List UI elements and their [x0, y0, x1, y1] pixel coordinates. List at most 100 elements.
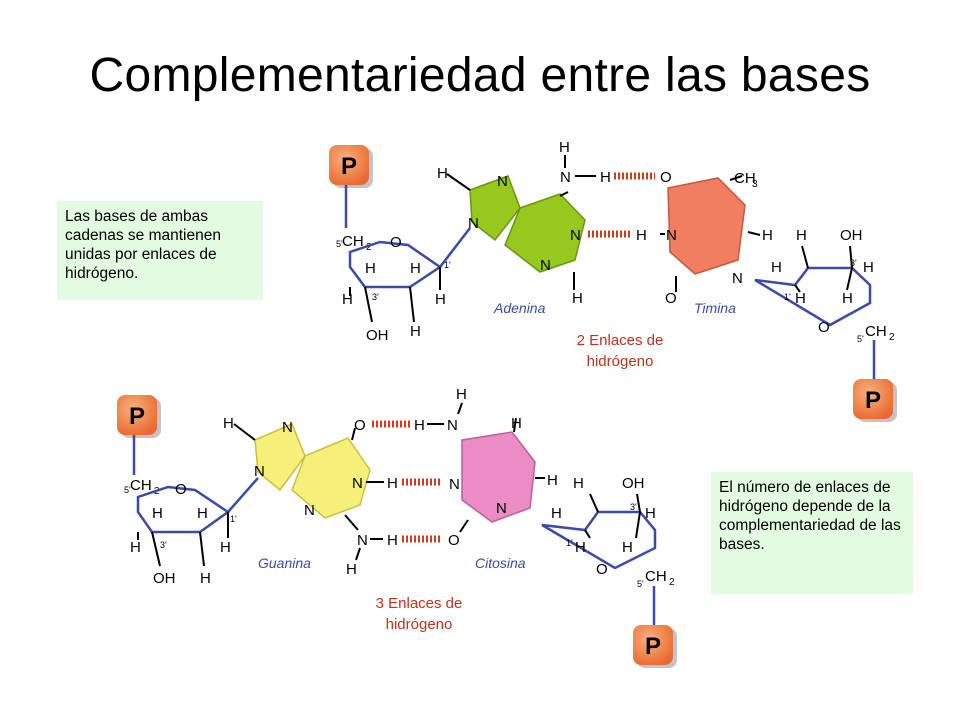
- bond-count-label-2: 3 Enlaces de: [376, 595, 463, 612]
- svg-text:H: H: [130, 539, 141, 556]
- svg-text:H: H: [795, 290, 806, 307]
- svg-text:O: O: [818, 319, 830, 336]
- svg-text:H: H: [771, 259, 782, 276]
- svg-text:3: 3: [752, 179, 758, 190]
- phosphate-a: P: [329, 145, 373, 188]
- svg-text:H: H: [511, 415, 522, 432]
- svg-text:H: H: [796, 227, 807, 244]
- svg-text:H: H: [387, 532, 398, 549]
- svg-text:O: O: [354, 417, 366, 434]
- svg-text:H: H: [622, 539, 633, 556]
- phosphate-label: P: [865, 387, 881, 414]
- svg-text:H: H: [636, 227, 647, 244]
- svg-text:N: N: [497, 173, 508, 190]
- svg-text:H: H: [575, 539, 586, 556]
- svg-text:H: H: [572, 290, 583, 307]
- svg-text:O: O: [596, 561, 608, 578]
- svg-text:5': 5': [857, 334, 864, 344]
- svg-text:1': 1': [444, 260, 451, 270]
- adenine-label: Adenina: [493, 300, 546, 316]
- svg-text:H: H: [200, 570, 211, 587]
- svg-text:3': 3': [372, 292, 379, 302]
- svg-text:O: O: [175, 481, 187, 498]
- svg-text:1': 1': [230, 514, 237, 524]
- svg-text:H: H: [863, 259, 874, 276]
- svg-text:OH: OH: [840, 227, 863, 244]
- svg-text:O: O: [660, 169, 672, 186]
- svg-text:H: H: [551, 505, 562, 522]
- sugar-adenine: O H H H H OH H 3' 1': [342, 234, 451, 344]
- svg-text:2: 2: [669, 577, 675, 588]
- svg-text:3': 3': [630, 502, 637, 512]
- svg-text:OH: OH: [153, 570, 176, 587]
- svg-text:H: H: [152, 505, 163, 522]
- svg-text:H: H: [223, 415, 234, 432]
- svg-text:N: N: [666, 227, 677, 244]
- svg-text:N: N: [447, 417, 458, 434]
- svg-text:5': 5': [336, 239, 343, 249]
- svg-text:H: H: [342, 291, 353, 308]
- phosphate-label: P: [645, 633, 661, 660]
- bond-count-label-1: 2 Enlaces de: [577, 332, 664, 349]
- svg-text:H: H: [365, 260, 376, 277]
- svg-text:H: H: [600, 169, 611, 186]
- svg-text:CH: CH: [342, 233, 364, 250]
- phosphate-t: P: [853, 379, 897, 422]
- svg-text:CH: CH: [130, 477, 152, 494]
- phosphate-label: P: [129, 403, 145, 430]
- svg-text:H: H: [410, 260, 421, 277]
- bond-count-label-2b: hidrógeno: [386, 616, 453, 633]
- thymine-label: Timina: [694, 300, 736, 316]
- svg-text:H: H: [842, 290, 853, 307]
- svg-text:CH: CH: [865, 323, 887, 340]
- phosphate-label: P: [341, 153, 357, 180]
- svg-text:O: O: [665, 290, 677, 307]
- svg-text:N: N: [304, 502, 315, 519]
- svg-text:OH: OH: [622, 475, 645, 492]
- svg-text:3': 3': [160, 540, 167, 550]
- thymine-base: O H N N O H CH3: [636, 169, 773, 307]
- bond-count-label-1b: hidrógeno: [587, 353, 654, 370]
- cytosine-label: Citosina: [475, 555, 526, 571]
- svg-text:H: H: [410, 323, 421, 340]
- svg-text:1': 1': [566, 538, 573, 548]
- svg-text:5': 5': [124, 485, 131, 495]
- phosphate-c: P: [633, 625, 677, 668]
- cytosine-base: H N H N N O H H: [414, 386, 558, 549]
- page-title: Complementariedad entre las bases: [89, 49, 871, 102]
- svg-text:OH: OH: [366, 327, 389, 344]
- svg-text:N: N: [449, 476, 460, 493]
- note-hydrogen-bonds: Las bases de ambas cadenas se mantienen …: [57, 201, 263, 300]
- svg-text:H: H: [762, 227, 773, 244]
- guanine-label: Guanina: [258, 555, 311, 571]
- svg-text:H: H: [387, 475, 398, 492]
- svg-text:O: O: [448, 532, 460, 549]
- guanine-base: N N N N H O H N H H: [223, 415, 398, 578]
- svg-text:H: H: [197, 505, 208, 522]
- sugar-guanine: O H H H H OH H 3' 1': [130, 481, 237, 587]
- svg-text:CH: CH: [734, 170, 756, 187]
- svg-text:H: H: [437, 165, 448, 182]
- phosphate-g: P: [117, 395, 161, 438]
- adenine-base: N N N N H H H N H: [437, 139, 611, 307]
- svg-text:N: N: [560, 169, 571, 186]
- svg-text:CH: CH: [645, 568, 667, 585]
- svg-text:H: H: [547, 472, 558, 489]
- svg-text:N: N: [540, 257, 551, 274]
- svg-text:1': 1': [784, 292, 791, 302]
- svg-text:H: H: [220, 539, 231, 556]
- svg-text:H: H: [456, 386, 467, 403]
- svg-text:H: H: [435, 291, 446, 308]
- svg-text:N: N: [357, 532, 368, 549]
- svg-text:N: N: [282, 419, 293, 436]
- svg-text:H: H: [645, 505, 656, 522]
- svg-text:H: H: [573, 475, 584, 492]
- svg-text:N: N: [468, 215, 479, 232]
- svg-text:2: 2: [366, 242, 372, 253]
- svg-text:2: 2: [889, 332, 895, 343]
